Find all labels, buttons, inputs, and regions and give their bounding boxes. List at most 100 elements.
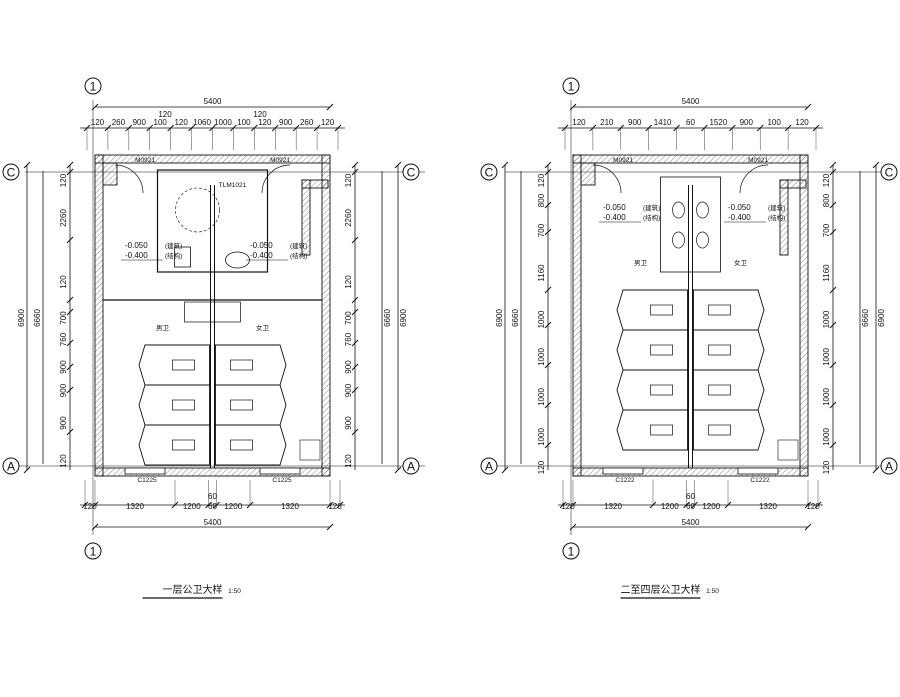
- wall: [94, 154, 104, 477]
- door-label-right: M0921: [748, 157, 768, 164]
- sink-accessible: [225, 251, 250, 269]
- window-label-left: C1225: [137, 477, 157, 484]
- dim-tick: [66, 168, 74, 176]
- dim-tick: [804, 103, 812, 111]
- wall: [572, 154, 582, 477]
- dim-top-seg: 120: [321, 118, 335, 127]
- dim-overall-bottom-text: 5400: [204, 518, 222, 527]
- shaft-right: [299, 439, 321, 461]
- sink-counter: [660, 176, 721, 273]
- dim-depth-outer-left: 6900: [495, 309, 504, 327]
- dim-top-seg: 120: [795, 118, 809, 127]
- stall-left: [616, 409, 688, 451]
- stall-left: [138, 424, 210, 466]
- dim-left-seg: 1000: [537, 348, 546, 366]
- dim-tick: [872, 161, 880, 169]
- squat-toilet-left: [650, 424, 673, 436]
- squat-toilet-left: [650, 384, 673, 396]
- dim-tick: [544, 321, 552, 329]
- wall: [94, 154, 331, 164]
- dim-bottom-seg: 120: [328, 502, 342, 511]
- axis-c-right-circle: [402, 163, 420, 181]
- dim-top-seg: 1000: [214, 118, 232, 127]
- dim-tick: [351, 161, 359, 169]
- dim-left-seg: 2260: [59, 209, 68, 227]
- dim-tick: [544, 201, 552, 209]
- elev-left-2: -0.400: [125, 251, 148, 260]
- window-left: [124, 467, 166, 475]
- dim-tick: [351, 296, 359, 304]
- door-swing-right: [739, 164, 769, 194]
- dim-left-seg: 900: [59, 383, 68, 397]
- dim-bottom-seg: 1320: [604, 502, 622, 511]
- dim-tick: [23, 161, 31, 169]
- dim-right-seg: 1000: [822, 388, 831, 406]
- dim-top-seg: 120: [174, 118, 188, 127]
- dim-tick: [66, 386, 74, 394]
- stall-left: [616, 329, 688, 371]
- dim-top-extra: 120: [158, 110, 172, 119]
- dim-left-seg: 900: [59, 416, 68, 430]
- elev-note-2: (结构): [643, 213, 660, 222]
- window-label-right: C1222: [750, 477, 770, 484]
- dim-right-seg: 120: [822, 460, 831, 474]
- dim-tick: [351, 236, 359, 244]
- elev-note-1: (建筑): [290, 241, 307, 250]
- dim-bottom-seg: 120: [561, 502, 575, 511]
- dim-depth-inner-right: 6660: [861, 309, 870, 327]
- elev-note-2: (结构): [165, 251, 182, 260]
- dim-tick: [544, 168, 552, 176]
- axis-c-left: C: [485, 166, 494, 180]
- dim-tick: [829, 441, 837, 449]
- dim-top-seg: 900: [279, 118, 293, 127]
- dim-left-seg: 900: [59, 360, 68, 374]
- dim-bottom-seg: 1320: [126, 502, 144, 511]
- dim-overall-top-text: 5400: [204, 97, 222, 106]
- dim-tick: [351, 386, 359, 394]
- dim-tick: [544, 161, 552, 169]
- stall-right: [215, 344, 287, 386]
- accessible-room: [156, 169, 269, 273]
- elev-note-1: (建筑): [768, 203, 785, 212]
- squat-toilet-right: [708, 344, 731, 356]
- dim-left-seg: 120: [59, 173, 68, 187]
- dim-left-seg: 1000: [537, 310, 546, 328]
- dim-bottom-seg: 1320: [281, 502, 299, 511]
- dim-top-seg: 100: [237, 118, 251, 127]
- dim-tick: [829, 168, 837, 176]
- axis-1-top-circle: [84, 77, 102, 95]
- dim-right-seg: 1000: [822, 428, 831, 446]
- dim-overall-bottom-text: 5400: [682, 518, 700, 527]
- dim-tick: [326, 103, 334, 111]
- dim-right-seg: 700: [344, 311, 353, 325]
- axis-1-top-circle: [562, 77, 580, 95]
- plan-scale: 1:50: [228, 588, 241, 595]
- dim-tick: [66, 339, 74, 347]
- axis-1-bottom: 1: [568, 545, 575, 559]
- special-door-label: TLM1021: [219, 182, 247, 189]
- elev-note-2: (结构): [290, 251, 307, 260]
- dim-tick: [569, 103, 577, 111]
- dim-left-seg: 700: [537, 223, 546, 237]
- column-left: [102, 162, 118, 186]
- squat-toilet-left: [650, 304, 673, 316]
- dim-top-seg: 210: [600, 118, 614, 127]
- shaft-right: [777, 439, 799, 461]
- axis-c-right: C: [407, 166, 416, 180]
- window-left: [602, 467, 644, 475]
- dim-top-seg: 900: [740, 118, 754, 127]
- dim-bottom-seg: 60: [208, 502, 217, 511]
- dim-right-seg: 900: [344, 416, 353, 430]
- stall-left: [616, 369, 688, 411]
- dim-tick: [326, 523, 334, 531]
- axis-a-left-circle: [480, 457, 498, 475]
- dim-top-seg: 100: [154, 118, 168, 127]
- dim-tick: [569, 523, 577, 531]
- dim-right-seg: 120: [822, 173, 831, 187]
- elev-right-2: -0.400: [728, 213, 751, 222]
- dim-bottom-seg: 1200: [183, 502, 201, 511]
- column-left: [580, 162, 596, 186]
- dim-tick: [351, 308, 359, 316]
